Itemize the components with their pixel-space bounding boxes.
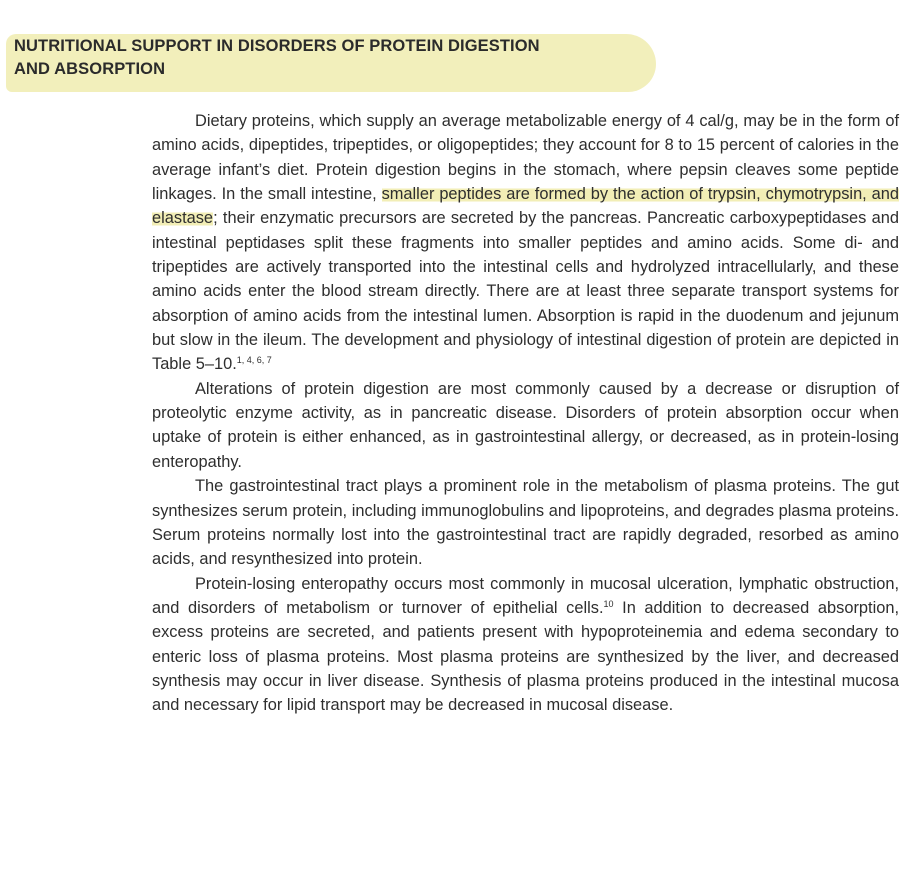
- heading-line-2: AND ABSORPTION: [14, 60, 166, 78]
- heading-highlighter-mark: [6, 34, 656, 92]
- section-heading: NUTRITIONAL SUPPORT IN DISORDERS OF PROT…: [14, 35, 540, 81]
- paragraph-2: Alterations of protein digestion are mos…: [152, 379, 899, 471]
- paragraph-4: Protein-losing enteropathy occurs most c…: [152, 572, 899, 718]
- section-heading-block: NUTRITIONAL SUPPORT IN DISORDERS OF PROT…: [6, 28, 666, 96]
- reference-superscript: 10: [603, 598, 614, 609]
- paragraph-1: Dietary proteins, which supply an averag…: [152, 109, 899, 377]
- reference-superscript: 1, 4, 6, 7: [236, 355, 272, 366]
- paragraph-3: The gastrointestinal tract plays a promi…: [152, 477, 899, 569]
- heading-line-1: NUTRITIONAL SUPPORT IN DISORDERS OF PROT…: [14, 37, 540, 55]
- paragraph-4-end: In addition to decreased absorption, exc…: [152, 598, 899, 715]
- paragraph-1-end: ; their enzymatic precursors are secrete…: [152, 209, 899, 374]
- body-text: Dietary proteins, which supply an averag…: [152, 109, 899, 718]
- paragraph-1-start: Dietary proteins, which supply an averag…: [152, 112, 899, 204]
- paragraph-4-start: Protein-losing enteropathy occurs most c…: [152, 574, 899, 617]
